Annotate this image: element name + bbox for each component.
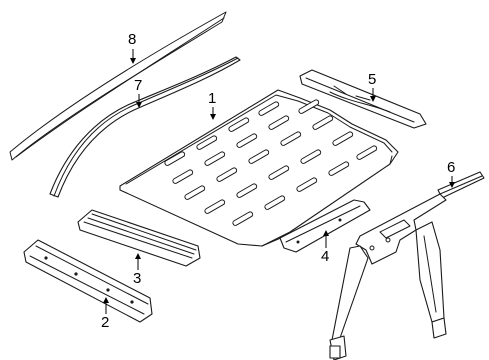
- part-6-pillar-assembly: [329, 171, 485, 360]
- part-7-rail: [49, 56, 241, 198]
- callout-1: 1: [208, 90, 217, 107]
- callout-4: 4: [321, 248, 330, 265]
- leader-lines: [103, 49, 455, 314]
- part-8-molding: [9, 11, 227, 161]
- part-4-roof-bow: [279, 199, 371, 253]
- callout-6: 6: [447, 159, 456, 176]
- part-1-roof-panel: [119, 89, 399, 247]
- callout-5: 5: [368, 71, 377, 88]
- part-2-windshield-header: [23, 239, 153, 323]
- part-3-front-bow: [77, 209, 201, 267]
- roof-ribs: [164, 99, 378, 226]
- callout-8: 8: [128, 31, 137, 48]
- part-5-rear-header: [299, 69, 427, 129]
- callout-3: 3: [133, 270, 142, 287]
- callout-7: 7: [134, 77, 143, 94]
- callout-2: 2: [101, 314, 110, 331]
